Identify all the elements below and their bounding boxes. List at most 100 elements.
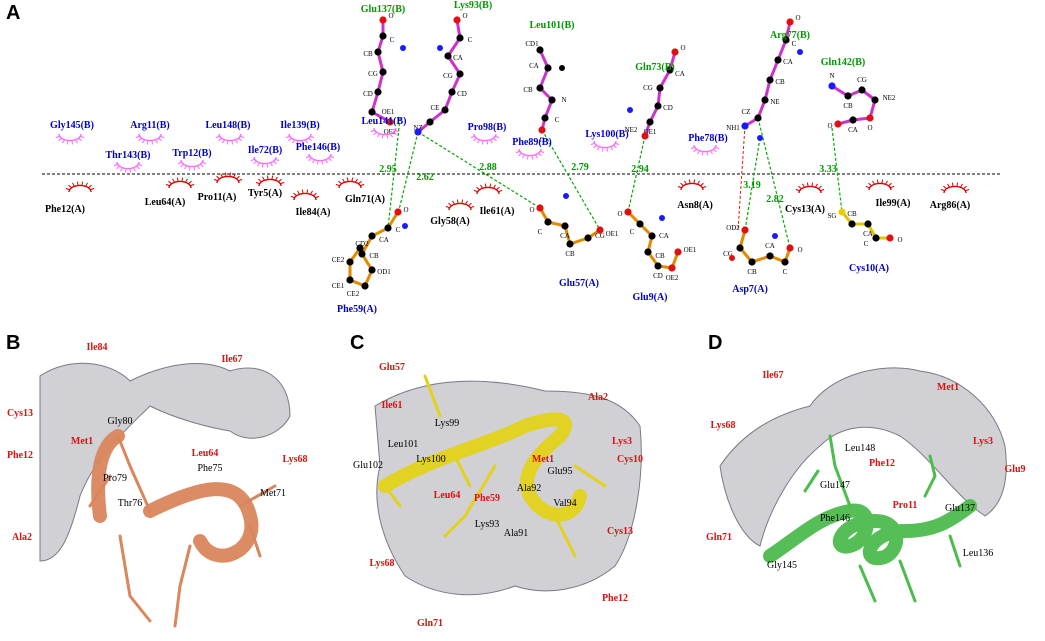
hydrophobic-contact-icon [370,127,400,139]
hydrophobic-residue-B: Leu148(B) [206,120,251,131]
hydrophobic-contact-icon [795,182,825,194]
peptide-residue-label: Met71 [260,488,286,499]
atom [666,66,674,74]
atom [659,215,665,221]
surface-residue-label: Ile61 [381,400,402,411]
panel-letter-b: B [6,332,21,354]
surface-residue-label: Glu57 [379,362,405,373]
hydrophobic-contact-icon [590,140,620,152]
hydrophobic-residue-B: Phe146(B) [296,142,340,153]
atom [384,224,392,232]
chainB-ligplot-residue: Arg77(B) [770,30,810,41]
atom [368,266,376,274]
atom-label: O [680,44,685,52]
atom-label: O [529,206,534,214]
atom-label: OE1 [644,128,657,136]
atom-label: OD1 [377,268,391,276]
atom [766,76,774,84]
hbond-distance-label: 3.19 [743,180,761,191]
atom-label: CA [529,62,539,70]
atom [453,16,461,24]
hbond-line [744,137,761,231]
hydrophobic-contact-icon [515,148,545,160]
atom [441,106,449,114]
hbond-line [397,131,419,215]
surface-residue-label: Ile67 [221,354,242,365]
atom [374,48,382,56]
atom [358,250,366,258]
peptide-residue-label: Ala91 [504,528,528,539]
atom [654,102,662,110]
atom-label: NE2 [625,126,638,134]
atom [741,226,749,234]
bond [446,37,462,57]
hydrophobic-residue-B: Ile139(B) [280,120,319,131]
hydrophobic-residue-A: Phe12(A) [45,204,85,215]
atom-label: CD [663,104,673,112]
peptide-residue-label: Leu136 [963,548,994,559]
hydrophobic-contact-icon [285,133,315,145]
atom [849,116,857,124]
surface-residue-label: Met1 [532,454,554,465]
surface-residue-label: Glu9 [1004,464,1025,475]
atom-label: O [403,206,408,214]
chainB-ligplot-residue: Leu101(B) [530,20,575,31]
atom-label: NH1 [726,124,740,132]
surface-residue-label: Phe12 [869,458,895,469]
surface-residue-label: Pro11 [893,500,918,511]
panel-letter-a: A [6,2,21,24]
atom-label: O [827,122,832,130]
atom [772,233,778,239]
salt-bridge-line [737,125,746,231]
atom-label: CG [857,76,867,84]
atom [748,258,756,266]
hydrophobic-residue-A: Asn8(A) [677,200,713,211]
residue-labels: Ile84Ile67Cys13Met1Leu64Lys68Phe12Ala2Gl… [7,342,308,543]
atom-label: C [396,226,401,234]
hydrophobic-contact-icon [305,153,335,165]
hydrophobic-contact-icon [940,182,970,194]
hbond-distance-label: 2.62 [416,172,434,183]
atom-label: C [792,40,797,48]
hydrophobic-residue-B: Phe89(B) [512,137,551,148]
hbond-distance-label: 2.95 [379,164,397,175]
atom [361,282,369,290]
residue-labels: Ile67Met1Lys68Lys3Phe12Glu9Gln71Pro11Leu… [706,370,1026,571]
hydrophobic-residue-A: Gly58(A) [430,216,469,227]
atom [536,46,544,54]
peptide-residue-label: Leu101 [388,439,419,450]
atom [544,218,552,226]
atom-label: C [468,36,473,44]
panel-a-ligplot: OCCBCGCDOE1OE2OCCACGCDCENZCD1CACBNCOOCAC… [42,0,1000,315]
atom-label: CD [653,272,663,280]
peptide-residue-label: Glu95 [548,466,573,477]
hbond-line [831,127,843,213]
atom-label: CD2 [355,240,369,248]
hydrophobic-contact-icon [250,156,280,168]
atom [368,108,376,116]
panel-b-structure: Ile84Ile67Cys13Met1Leu64Lys68Phe12Ala2Gl… [7,342,308,628]
hydrophobic-contact-icon [255,175,285,187]
surface-residue-label: Gln71 [706,532,732,543]
chainA-ligplot-residue: Glu9(A) [633,292,668,303]
hydrophobic-residue-A: Arg86(A) [930,200,971,211]
hydrophobic-residue-B: Gly145(B) [50,120,94,131]
chainB-ligplot-residue: Gln142(B) [821,57,865,68]
hydrophobic-contact-icon [65,181,95,193]
panel-d-structure: Ile67Met1Lys68Lys3Phe12Glu9Gln71Pro11Leu… [706,367,1026,603]
atom-label: OE1 [606,230,619,238]
hydrophobic-contact-icon [165,177,195,189]
atom [636,220,644,228]
hydrophobic-residue-A: Cys13(A) [785,204,825,215]
chainB-ligplot-residue: Gln73(B) [635,62,674,73]
atom [400,45,406,51]
atom [782,36,790,44]
peptide-ribbon [88,429,277,628]
atom [757,135,763,141]
